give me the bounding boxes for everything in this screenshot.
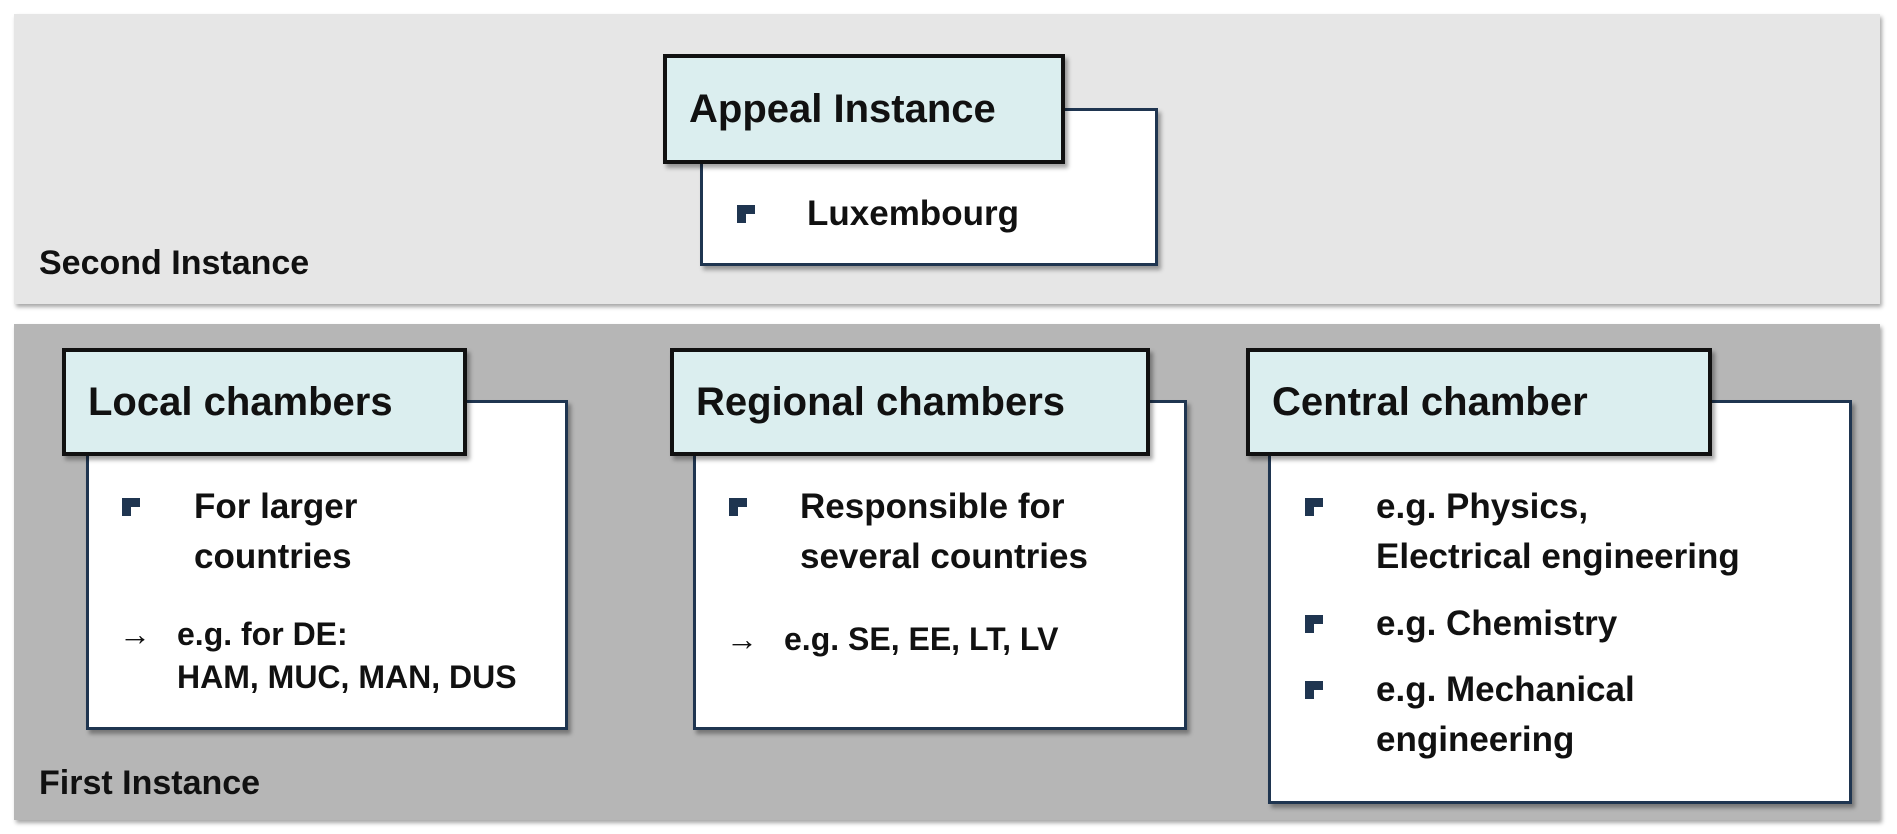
square-bullet-icon <box>1305 498 1323 516</box>
central-bullet3-line2: engineering <box>1376 720 1575 759</box>
regional-bullet-line2: several countries <box>800 537 1088 576</box>
square-bullet-icon <box>737 205 755 223</box>
central-chamber-header: Central chamber <box>1246 348 1712 456</box>
central-bullet3-line1: e.g. Mechanical <box>1376 670 1635 709</box>
regional-bullet-line1: Responsible for <box>800 487 1065 526</box>
arrow-right-icon: → <box>726 621 758 657</box>
regional-example-line1: e.g. SE, EE, LT, LV <box>784 621 1059 657</box>
square-bullet-icon <box>122 498 140 516</box>
central-bullet1-line1: e.g. Physics, <box>1376 487 1589 526</box>
square-bullet-icon <box>729 498 747 516</box>
square-bullet-icon <box>1305 681 1323 699</box>
local-chambers-header: Local chambers <box>62 348 467 456</box>
central-bullet1-line2: Electrical engineering <box>1376 537 1740 576</box>
local-example-line2: HAM, MUC, MAN, DUS <box>177 659 517 695</box>
arrow-right-icon: → <box>119 616 151 652</box>
local-example-line1: e.g. for DE: <box>177 616 348 652</box>
appeal-instance-header: Appeal Instance <box>663 54 1065 164</box>
central-bullet2-line1: e.g. Chemistry <box>1376 604 1618 643</box>
local-bullet-line2: countries <box>194 537 352 576</box>
local-bullet-line1: For larger <box>194 487 358 526</box>
square-bullet-icon <box>1305 615 1323 633</box>
regional-chambers-header: Regional chambers <box>670 348 1150 456</box>
central-chamber-card: e.g. Physics, Electrical engineering e.g… <box>1268 400 1852 804</box>
first-instance-label: First Instance <box>39 764 261 802</box>
second-instance-label: Second Instance <box>39 244 310 282</box>
appeal-bullet-luxembourg: Luxembourg <box>807 194 1019 233</box>
